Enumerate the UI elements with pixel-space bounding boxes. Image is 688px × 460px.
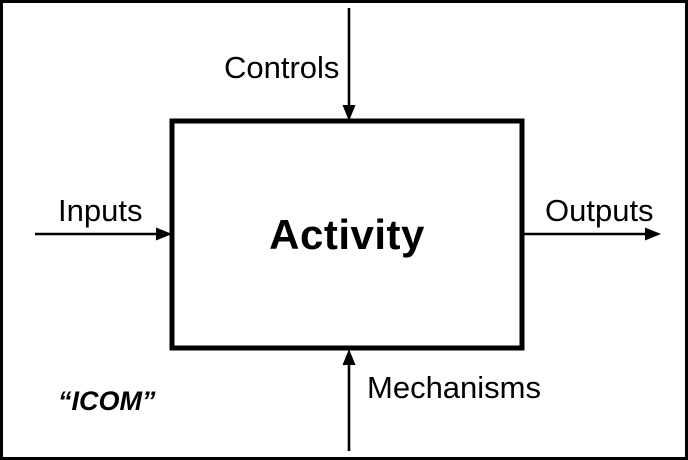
icom-caption: “ICOM” — [58, 386, 156, 416]
inputs-label: Inputs — [58, 193, 142, 228]
outputs-label: Outputs — [545, 193, 654, 228]
outputs-arrow-head-icon — [645, 227, 661, 241]
activity-label: Activity — [269, 211, 425, 258]
mechanisms-arrow-head-icon — [342, 349, 356, 365]
inputs-arrow-head-icon — [156, 227, 172, 241]
flow-controls: Controls — [224, 8, 356, 121]
mechanisms-label: Mechanisms — [367, 370, 541, 405]
activity-box — [169, 118, 525, 351]
controls-arrow-head-icon — [342, 105, 356, 121]
flow-outputs: Outputs — [522, 193, 661, 241]
flow-inputs: Inputs — [35, 193, 172, 241]
flow-mechanisms: Mechanisms — [342, 349, 541, 451]
activity-box-group: Activity — [169, 118, 525, 351]
controls-label: Controls — [224, 50, 339, 85]
